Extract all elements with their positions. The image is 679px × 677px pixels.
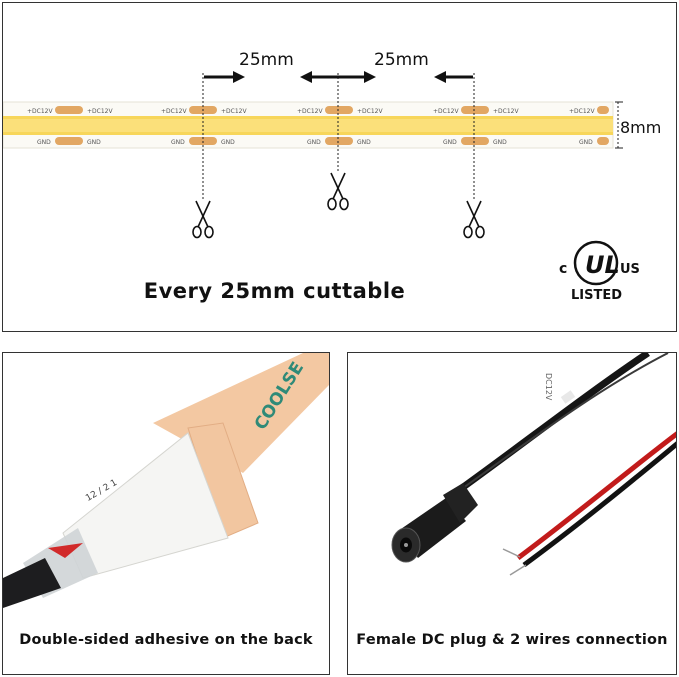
led-strip-diagram: +DC12V +DC12V +DC12V +DC12V +DC12V +DC12… bbox=[3, 50, 661, 303]
scissors-icon bbox=[192, 200, 214, 239]
spacing-arrows bbox=[204, 71, 473, 83]
cutting-guide-panel: +DC12V +DC12V +DC12V +DC12V +DC12V +DC12… bbox=[2, 2, 677, 332]
dc-plug-panel: DC12V Female DC plug & 2 wires connectio… bbox=[347, 352, 677, 675]
pad-label-gnd: GND bbox=[307, 139, 321, 146]
pad-label-dc: +DC12V bbox=[27, 108, 53, 115]
ul-listed-logo: UL c US LISTED bbox=[559, 240, 640, 303]
cable-print: DC12V bbox=[544, 373, 553, 401]
pad-label-dc: +DC12V bbox=[221, 108, 247, 115]
pad-label-gnd: GND bbox=[37, 139, 51, 146]
pad-label-dc: +DC12V bbox=[493, 108, 519, 115]
pad-label-gnd: GND bbox=[357, 139, 371, 146]
svg-text:c: c bbox=[559, 261, 567, 277]
listed-label: LISTED bbox=[571, 288, 622, 303]
svg-text:US: US bbox=[620, 262, 640, 277]
red-wire bbox=[516, 431, 676, 560]
pad-label-dc: +DC12V bbox=[433, 108, 459, 115]
cut-lines bbox=[202, 73, 475, 201]
adhesive-caption: Double-sided adhesive on the back bbox=[19, 632, 313, 648]
scissors-icon bbox=[463, 200, 485, 239]
pad-label-gnd: GND bbox=[493, 139, 507, 146]
dc-plug-caption: Female DC plug & 2 wires connection bbox=[356, 632, 668, 648]
pad-label-gnd: GND bbox=[171, 139, 185, 146]
scissors-icon bbox=[327, 172, 349, 211]
pad-label-dc: +DC12V bbox=[569, 108, 595, 115]
width-label: 8mm bbox=[620, 118, 661, 137]
pad-label-gnd: GND bbox=[579, 139, 593, 146]
adhesive-panel: COOLSE 12 / 2 1 Double-sided adhesive on… bbox=[2, 352, 330, 675]
pad-label-dc: +DC12V bbox=[87, 108, 113, 115]
spacing-label-right: 25mm bbox=[374, 50, 429, 70]
pad-label-dc: +DC12V bbox=[161, 108, 187, 115]
black-cable bbox=[3, 558, 61, 608]
pad-label-gnd: GND bbox=[221, 139, 235, 146]
spacing-label-left: 25mm bbox=[239, 50, 294, 70]
female-dc-plug bbox=[391, 483, 478, 563]
width-marker bbox=[615, 101, 623, 149]
black-wire bbox=[522, 441, 676, 568]
svg-text:UL: UL bbox=[585, 251, 620, 279]
adhesive-strip-photo: COOLSE 12 / 2 1 bbox=[3, 353, 329, 608]
dc-plug-photo: DC12V bbox=[391, 353, 676, 576]
cuttable-caption: Every 25mm cuttable bbox=[143, 279, 406, 303]
pad-label-dc: +DC12V bbox=[297, 108, 323, 115]
pad-label-gnd: GND bbox=[87, 139, 101, 146]
pad-label-dc: +DC12V bbox=[357, 108, 383, 115]
pad-label-gnd: GND bbox=[443, 139, 457, 146]
